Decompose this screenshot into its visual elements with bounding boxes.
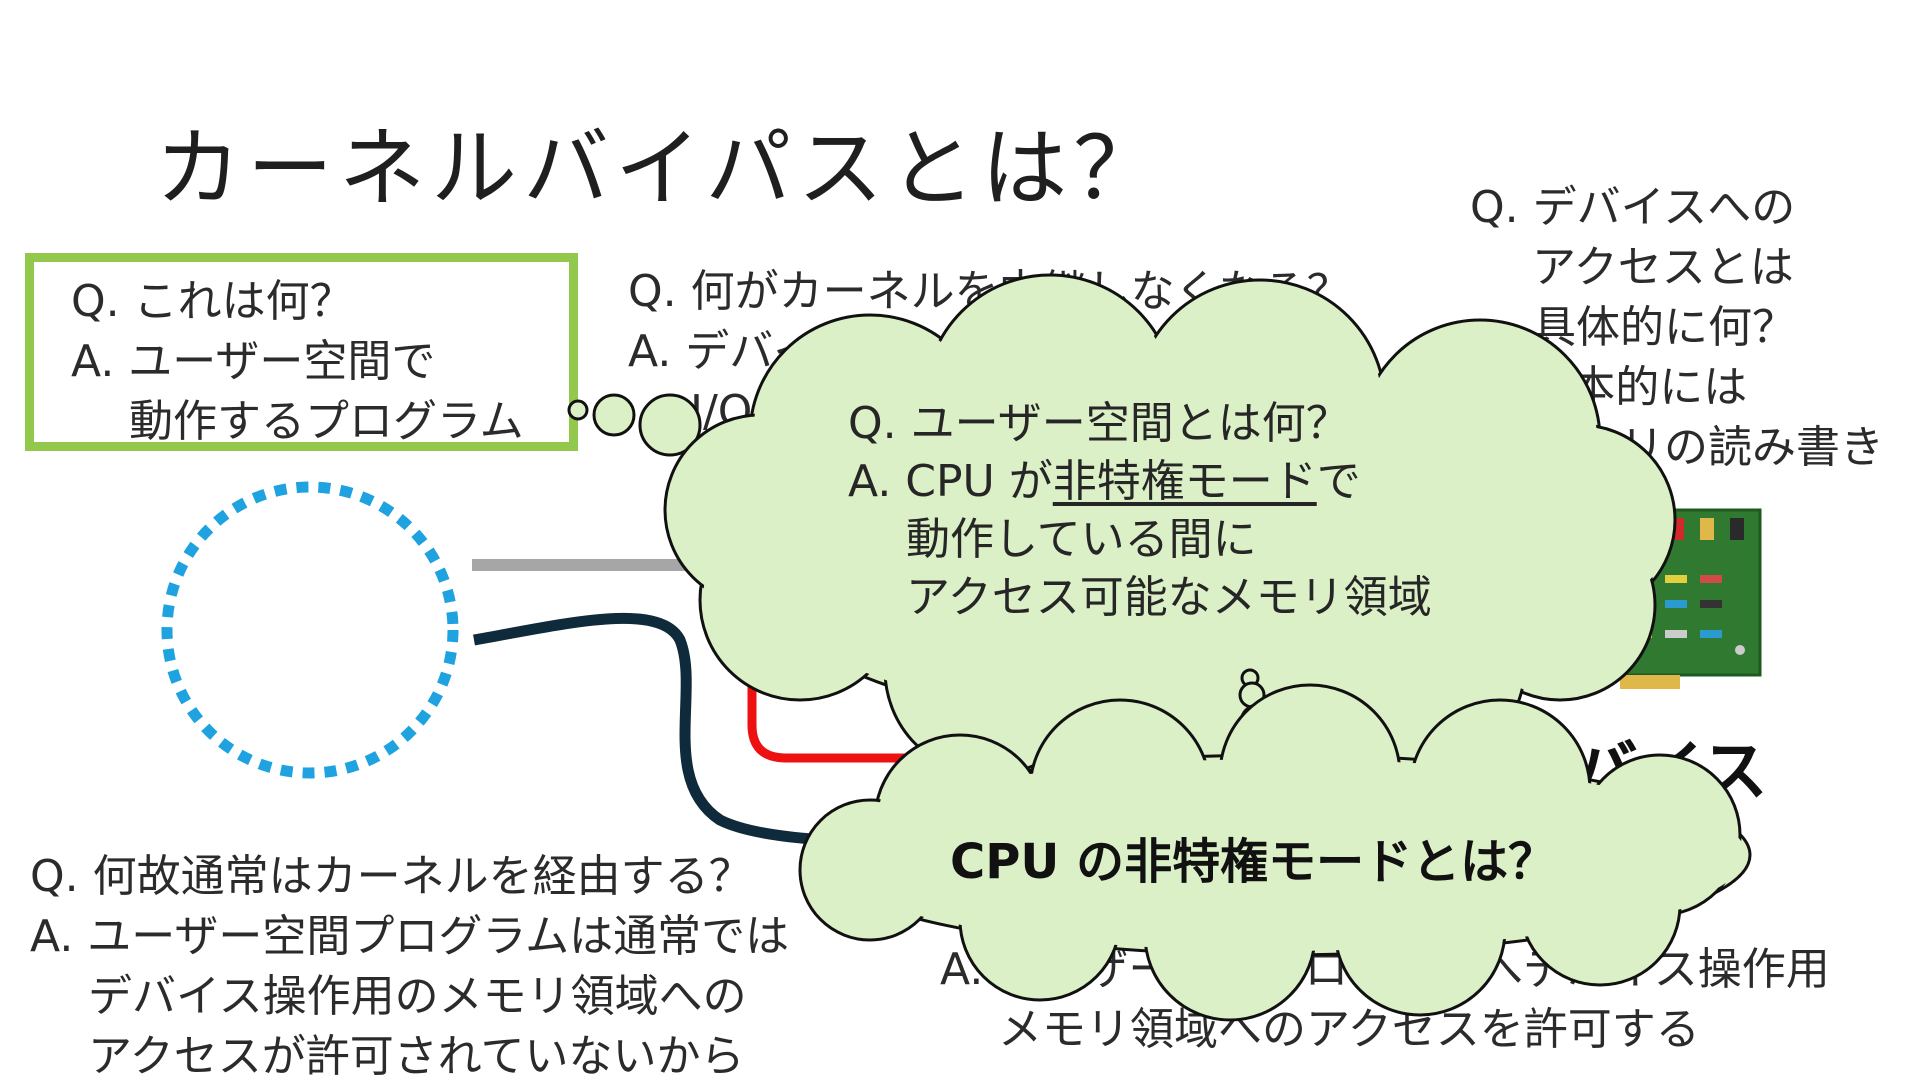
- qa-question: Q. これは何？: [71, 276, 354, 327]
- qa-why-kernel: Q. 何故通常はカーネルを経由する？ A. ユーザー空間プログラムは通常では デ…: [30, 847, 789, 1087]
- qa-answer-line: アクセスが許可されていないから: [88, 1031, 745, 1082]
- cloud-answer-line: A. CPU が非特権モードで: [848, 453, 1432, 511]
- non-privileged-mode-term: 非特権モード: [1052, 456, 1317, 507]
- qa-what-is-this: Q. これは何？ A. ユーザー空間で 動作するプログラム: [71, 272, 524, 452]
- cloud-user-space-text: Q. ユーザー空間とは何？ A. CPU が非特権モードで 動作している間に ア…: [848, 395, 1432, 627]
- user-program-circle: [161, 481, 459, 779]
- qa-answer-line: A. ユーザー空間で: [71, 336, 436, 387]
- qa-answer-line: A. ユーザー空間プログラムは通常では: [30, 911, 790, 962]
- cloud-non-privileged-question: CPU の非特権モードとは？: [950, 834, 1557, 890]
- thought-bubble: [567, 399, 589, 421]
- qa-answer-line: 動作するプログラム: [129, 396, 524, 447]
- qa-answer-line: メモリ領域へのアクセスを許可する: [998, 1004, 1700, 1055]
- thought-bubble: [638, 393, 702, 457]
- cloud-answer-suffix: で: [1316, 456, 1361, 507]
- cloud-question: Q. ユーザー空間とは何？: [848, 398, 1350, 449]
- cloud-answer-prefix: A. CPU が: [848, 456, 1053, 507]
- qa-question-line: 具体的に何？: [1532, 302, 1796, 353]
- cloud-answer-line: 動作している間に: [906, 514, 1257, 565]
- slide-title: カーネルバイパスとは？: [155, 119, 1166, 219]
- dark-connector-line: [473, 612, 901, 848]
- cloud-answer-line: アクセス可能なメモリ領域: [906, 572, 1432, 623]
- qa-question-line: アクセスとは: [1532, 242, 1794, 293]
- qa-question: Q. 何故通常はカーネルを経由する？: [30, 851, 753, 902]
- what-is-this-box: Q. これは何？ A. ユーザー空間で 動作するプログラム: [25, 253, 578, 451]
- thought-bubble: [592, 393, 636, 437]
- qa-question: Q. デバイスへの: [1470, 182, 1796, 233]
- qa-answer-line: デバイス操作用のメモリ領域への: [88, 971, 747, 1022]
